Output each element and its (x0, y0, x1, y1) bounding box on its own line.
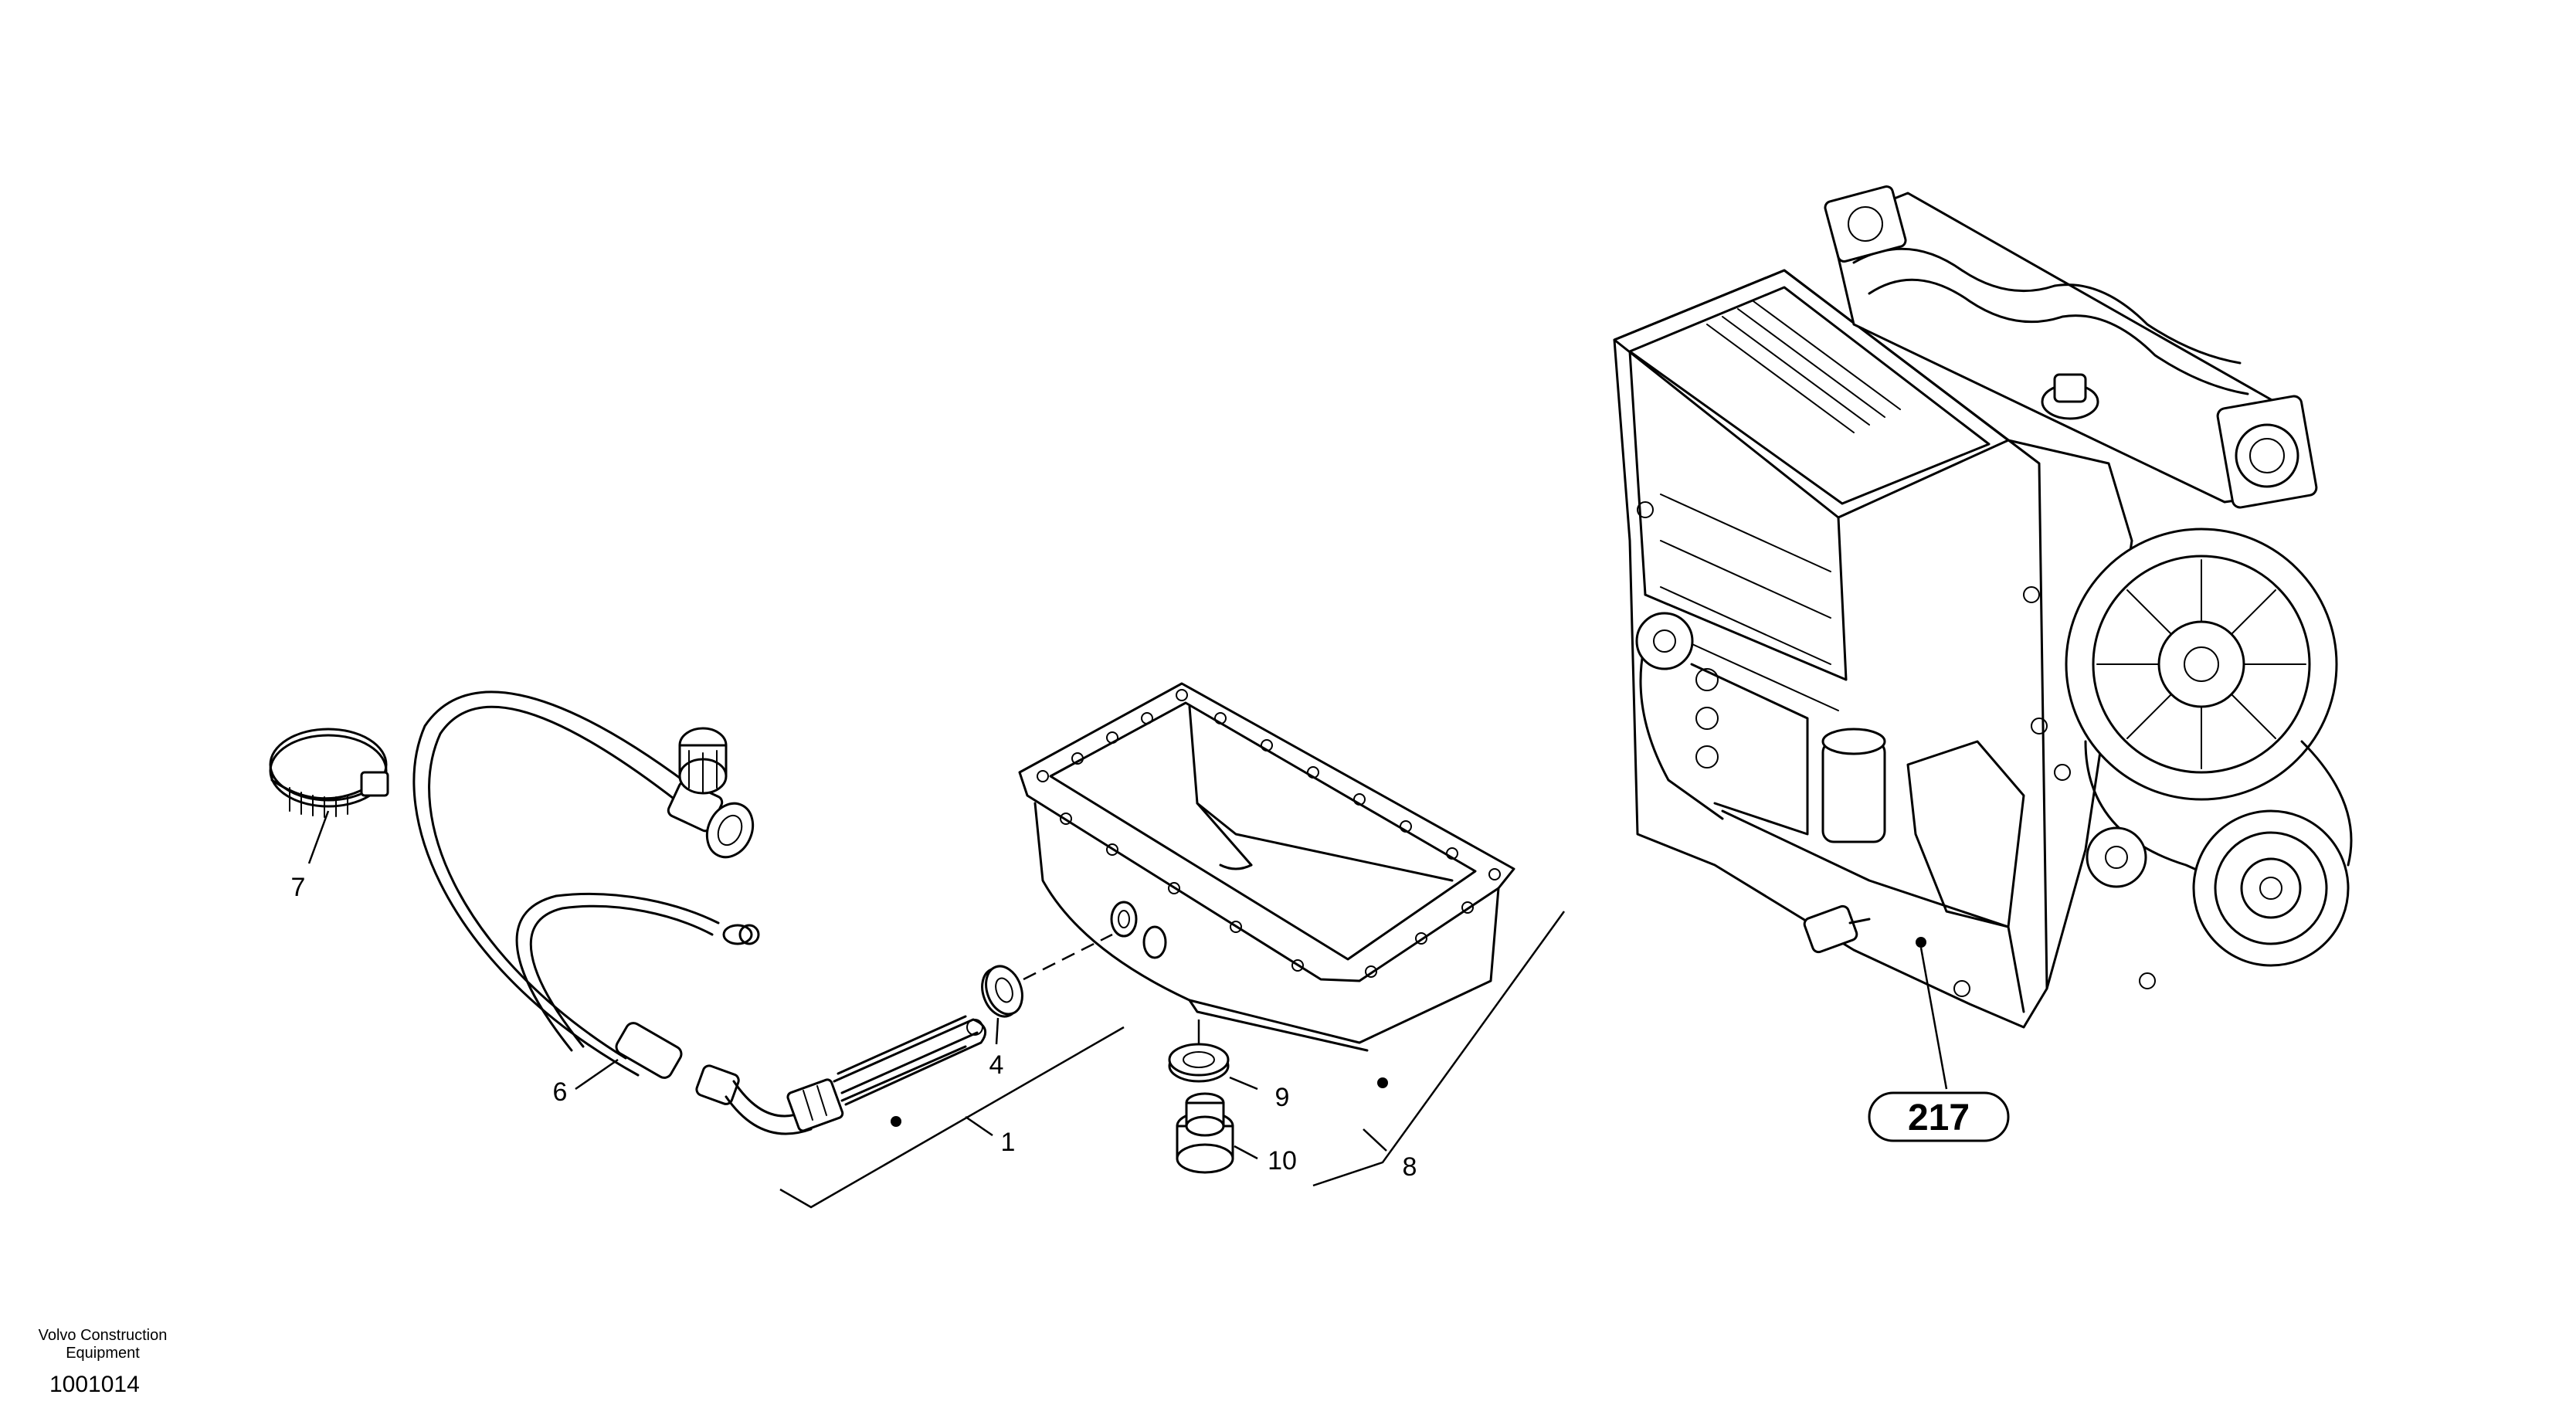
fan-blades (2096, 559, 2306, 769)
oil-pan-bolt-holes (1037, 689, 1501, 978)
callout-1: 1 (1001, 1128, 1016, 1157)
callout-10: 10 (1268, 1146, 1297, 1176)
callout-6: 6 (553, 1077, 568, 1107)
engine-assembly (1613, 185, 2353, 1090)
brand-line-1: Volvo Construction (39, 1327, 168, 1344)
reference-badge-217[interactable]: 217 (1868, 1091, 2010, 1142)
part-1-heating-element (695, 1015, 1125, 1209)
part-10-drain-plug (1176, 1092, 1258, 1174)
callout-7: 7 (291, 873, 306, 902)
part-9-sealing-ring (1168, 1020, 1258, 1091)
part-6-heater-cable (412, 690, 760, 1091)
callout-4: 4 (989, 1050, 1004, 1080)
part-4-seal-washer (981, 933, 1113, 1045)
reference-badge-label: 217 (1908, 1098, 1970, 1138)
part-8-oil-pan (1018, 682, 1566, 1187)
callout-9: 9 (1275, 1083, 1290, 1112)
drawing-number: 1001014 (49, 1372, 140, 1397)
part-7-hose-clamp (269, 728, 389, 864)
footer-brand: Volvo Construction Equipment 1001014 (39, 1327, 168, 1397)
callout-8: 8 (1403, 1152, 1417, 1182)
brand-line-2: Equipment (66, 1345, 140, 1362)
